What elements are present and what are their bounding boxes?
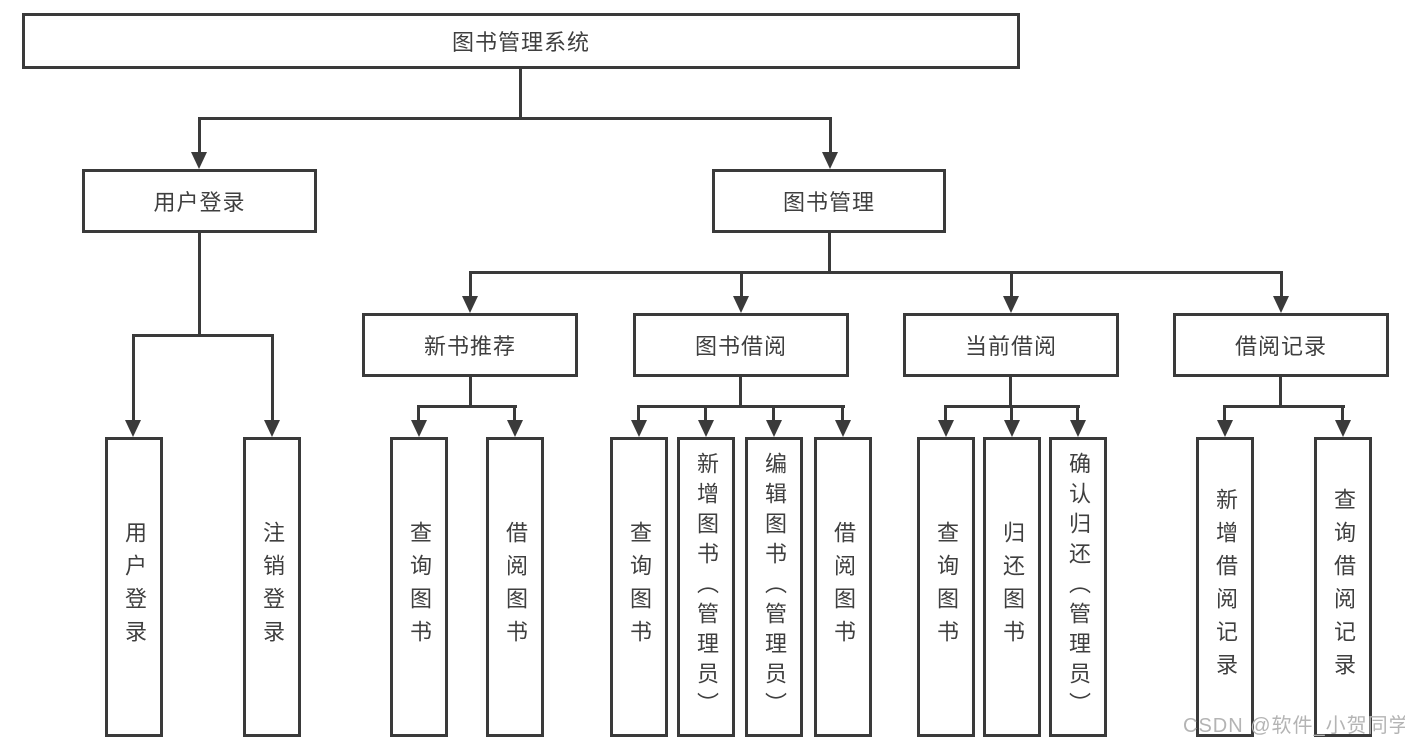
connector-stub	[704, 405, 707, 421]
csdn-watermark: CSDN @软件_小贺同学	[1183, 715, 1405, 737]
arrowhead-icon	[766, 420, 782, 437]
connector-stub	[841, 405, 844, 421]
node-user-login: 用户登录	[82, 169, 317, 233]
arrowhead-icon	[698, 420, 714, 437]
connector-stub	[1341, 405, 1344, 421]
connector-stub	[1076, 405, 1079, 421]
arrowhead-icon	[835, 420, 851, 437]
connector-borrow-records-drop	[1279, 377, 1282, 408]
connector-user-login-drop	[198, 233, 201, 337]
node-label: 查询图书	[934, 521, 959, 653]
arrowhead-icon	[1335, 420, 1351, 437]
node-root-library-system: 图书管理系统	[22, 13, 1020, 69]
arrowhead-icon	[264, 420, 280, 437]
node-label: 新书推荐	[423, 334, 516, 359]
connector-new-books-rail	[417, 405, 517, 408]
leaf-user-login: 用户登录	[105, 437, 163, 737]
connector-level2-rail	[198, 117, 832, 120]
connector-to-user-login	[198, 117, 201, 153]
arrowhead-icon	[1217, 420, 1233, 437]
connector-book-borrow-rail	[637, 405, 845, 408]
arrowhead-icon	[733, 296, 749, 313]
connector-to-book-borrow	[740, 271, 743, 297]
connector-stub	[513, 405, 516, 421]
leaf-query-borrow-record: 查询借阅记录	[1314, 437, 1372, 737]
node-label: 新增图书（管理员）	[694, 452, 719, 722]
connector-stub	[1010, 405, 1013, 421]
node-label: 图书借阅	[694, 334, 787, 359]
node-label: 图书管理系统	[451, 30, 590, 55]
arrowhead-icon	[507, 420, 523, 437]
connector-new-books-drop	[469, 377, 472, 408]
node-current-borrowing: 当前借阅	[903, 313, 1119, 377]
connector-stub	[772, 405, 775, 421]
connector-to-login-leaf	[132, 334, 135, 421]
arrowhead-icon	[462, 296, 478, 313]
connector-to-current-borrow	[1010, 271, 1013, 297]
leaf-edit-books-admin: 编辑图书（管理员）	[745, 437, 803, 737]
node-label: 借阅图书	[831, 521, 856, 653]
node-new-book-recommend: 新书推荐	[362, 313, 578, 377]
node-label: 注销登录	[260, 521, 285, 653]
arrowhead-icon	[1070, 420, 1086, 437]
connector-current-borrow-drop	[1009, 377, 1012, 408]
node-book-management: 图书管理	[712, 169, 946, 233]
connector-stub	[417, 405, 420, 421]
node-label: 归还图书	[1000, 521, 1025, 653]
node-label: 借阅图书	[503, 521, 528, 653]
leaf-return-books: 归还图书	[983, 437, 1041, 737]
node-label: 用户登录	[122, 521, 147, 653]
node-borrow-records: 借阅记录	[1173, 313, 1389, 377]
node-label: 编辑图书（管理员）	[762, 452, 787, 722]
connector-level3-rail	[469, 271, 1283, 274]
connector-root-drop	[519, 69, 522, 117]
leaf-confirm-return-admin: 确认归还（管理员）	[1049, 437, 1107, 737]
node-label: 当前借阅	[964, 334, 1057, 359]
leaf-add-books-admin: 新增图书（管理员）	[677, 437, 735, 737]
arrowhead-icon	[822, 152, 838, 169]
arrowhead-icon	[938, 420, 954, 437]
leaf-logout: 注销登录	[243, 437, 301, 737]
connector-stub	[637, 405, 640, 421]
leaf-newbooks-query-books: 查询图书	[390, 437, 448, 737]
connector-stub	[1223, 405, 1226, 421]
connector-stub	[944, 405, 947, 421]
connector-borrow-records-rail	[1223, 405, 1345, 408]
leaf-newbooks-borrow-books: 借阅图书	[486, 437, 544, 737]
leaf-borrowing-query-books: 查询图书	[610, 437, 668, 737]
connector-book-mgmt-drop	[828, 233, 831, 274]
node-label: 借阅记录	[1234, 334, 1327, 359]
connector-book-borrow-drop	[739, 377, 742, 408]
leaf-current-query-books: 查询图书	[917, 437, 975, 737]
connector-to-new-books	[469, 271, 472, 297]
connector-to-book-mgmt	[829, 117, 832, 153]
arrowhead-icon	[1273, 296, 1289, 313]
node-label: 用户登录	[153, 190, 246, 215]
arrowhead-icon	[191, 152, 207, 169]
node-label: 图书管理	[782, 190, 875, 215]
arrowhead-icon	[125, 420, 141, 437]
node-book-borrowing: 图书借阅	[633, 313, 849, 377]
connector-to-borrow-records	[1280, 271, 1283, 297]
leaf-borrowing-borrow-books: 借阅图书	[814, 437, 872, 737]
node-label: 查询图书	[407, 521, 432, 653]
node-label: 查询图书	[627, 521, 652, 653]
node-label: 新增借阅记录	[1213, 488, 1238, 686]
arrowhead-icon	[631, 420, 647, 437]
connector-user-login-rail	[132, 334, 274, 337]
node-label: 查询借阅记录	[1331, 488, 1356, 686]
node-label: 确认归还（管理员）	[1066, 452, 1091, 722]
arrowhead-icon	[411, 420, 427, 437]
arrowhead-icon	[1004, 420, 1020, 437]
leaf-add-borrow-record: 新增借阅记录	[1196, 437, 1254, 737]
arrowhead-icon	[1003, 296, 1019, 313]
connector-to-logout-leaf	[271, 334, 274, 421]
